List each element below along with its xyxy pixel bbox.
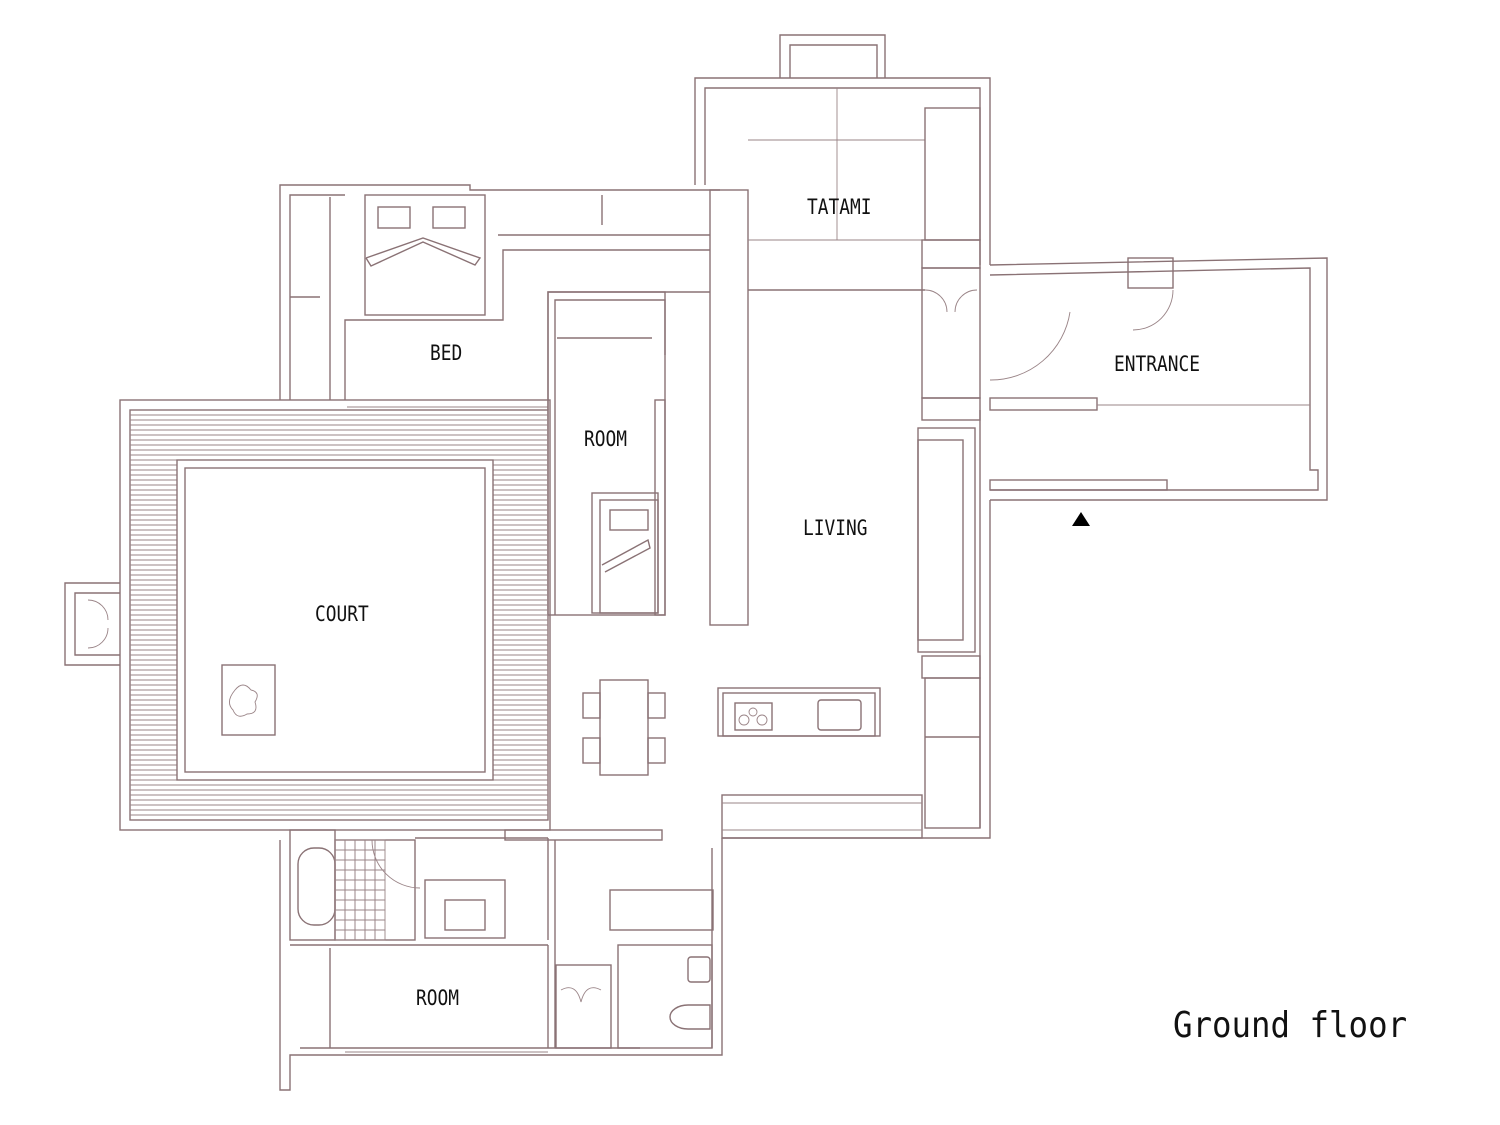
tile: [334, 869, 346, 881]
tile: [354, 869, 366, 881]
tile: [374, 909, 386, 921]
tile: [374, 849, 386, 861]
tile: [374, 929, 386, 941]
tile: [344, 859, 356, 871]
tile: [374, 899, 386, 911]
tile: [344, 909, 356, 921]
tile: [364, 919, 376, 931]
bathroom-tiles: [334, 839, 386, 941]
tile: [334, 929, 346, 941]
tile: [344, 839, 356, 851]
room-label-bed: BED: [430, 341, 463, 365]
tile: [374, 919, 386, 931]
tile: [334, 909, 346, 921]
room-label-court: COURT: [315, 602, 369, 626]
tile: [364, 929, 376, 941]
walls: [64, 34, 1328, 1091]
tile: [344, 929, 356, 941]
tile: [344, 919, 356, 931]
room-label-entrance: ENTRANCE: [1114, 352, 1200, 376]
tile: [364, 909, 376, 921]
tile: [374, 889, 386, 901]
tile: [374, 839, 386, 851]
tile: [354, 899, 366, 911]
tile: [334, 859, 346, 871]
tile: [344, 849, 356, 861]
tile: [334, 849, 346, 861]
tile: [364, 899, 376, 911]
room-label-tatami: TATAMI: [807, 195, 872, 219]
tile: [364, 859, 376, 871]
tile: [354, 919, 366, 931]
tile: [354, 879, 366, 891]
tile: [334, 919, 346, 931]
tile: [334, 839, 346, 851]
tile: [354, 889, 366, 901]
tile: [364, 869, 376, 881]
tile: [374, 879, 386, 891]
tile: [334, 889, 346, 901]
entrance-triangle-icon: [1072, 512, 1090, 526]
tile: [344, 889, 356, 901]
room-label-room-middle: ROOM: [584, 427, 627, 451]
tile: [364, 889, 376, 901]
tile: [354, 859, 366, 871]
room-label-living: LIVING: [803, 516, 868, 540]
tile: [354, 909, 366, 921]
tile: [354, 929, 366, 941]
floor-title: Ground floor: [1173, 1005, 1408, 1046]
tile: [344, 869, 356, 881]
tile: [344, 879, 356, 891]
tile: [364, 879, 376, 891]
tile: [354, 839, 366, 851]
tile: [364, 839, 376, 851]
tile: [334, 899, 346, 911]
tile: [334, 879, 346, 891]
tile: [344, 899, 356, 911]
tile: [354, 849, 366, 861]
room-label-room-bottom: ROOM: [416, 986, 459, 1010]
